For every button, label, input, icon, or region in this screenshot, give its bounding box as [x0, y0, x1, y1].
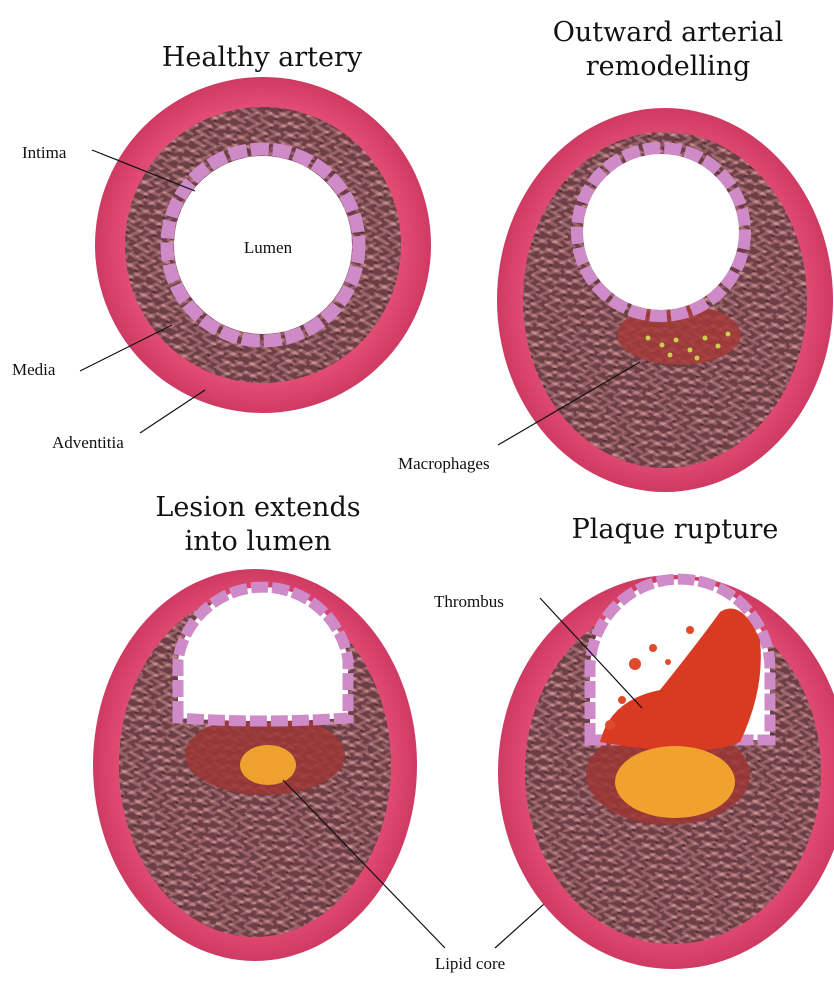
- early-lipid-core: [240, 745, 296, 785]
- panel-title-lesion-line-2: into lumen: [185, 526, 332, 557]
- leader-adventitia: [140, 390, 205, 433]
- label-thrombus: Thrombus: [434, 592, 504, 611]
- panel-title-rupture: Plaque rupture: [572, 514, 779, 545]
- panel-title-healthy: Healthy artery: [162, 42, 363, 73]
- narrowed-lumen: [178, 587, 348, 721]
- panel-title-outward-line-1: Outward arterial: [553, 17, 783, 48]
- outward-artery-cross-section: [497, 108, 833, 492]
- lumen-space-outward: [583, 154, 739, 310]
- panel-title-rupture-line-1: Plaque rupture: [572, 514, 779, 545]
- label-macrophages: Macrophages: [398, 454, 490, 473]
- label-lumen: Lumen: [244, 238, 293, 257]
- label-lipid-core: Lipid core: [435, 954, 505, 973]
- panel-title-outward-line-2: remodelling: [586, 51, 751, 82]
- panel-plaque-rupture: Plaque rupture Thrombus: [434, 514, 834, 969]
- label-media: Media: [12, 360, 56, 379]
- lesion-artery-cross-section: [93, 569, 417, 961]
- label-intima: Intima: [22, 143, 67, 162]
- lipid-core-mass: [615, 746, 735, 818]
- panel-title-lesion-line-1: Lesion extends: [155, 492, 360, 523]
- rupture-artery-cross-section: [498, 575, 834, 969]
- label-adventitia: Adventitia: [52, 433, 124, 452]
- panel-title-healthy-line-1: Healthy artery: [162, 42, 363, 73]
- panel-healthy-artery: Healthy artery Intima Lumen Media Advent…: [12, 42, 431, 452]
